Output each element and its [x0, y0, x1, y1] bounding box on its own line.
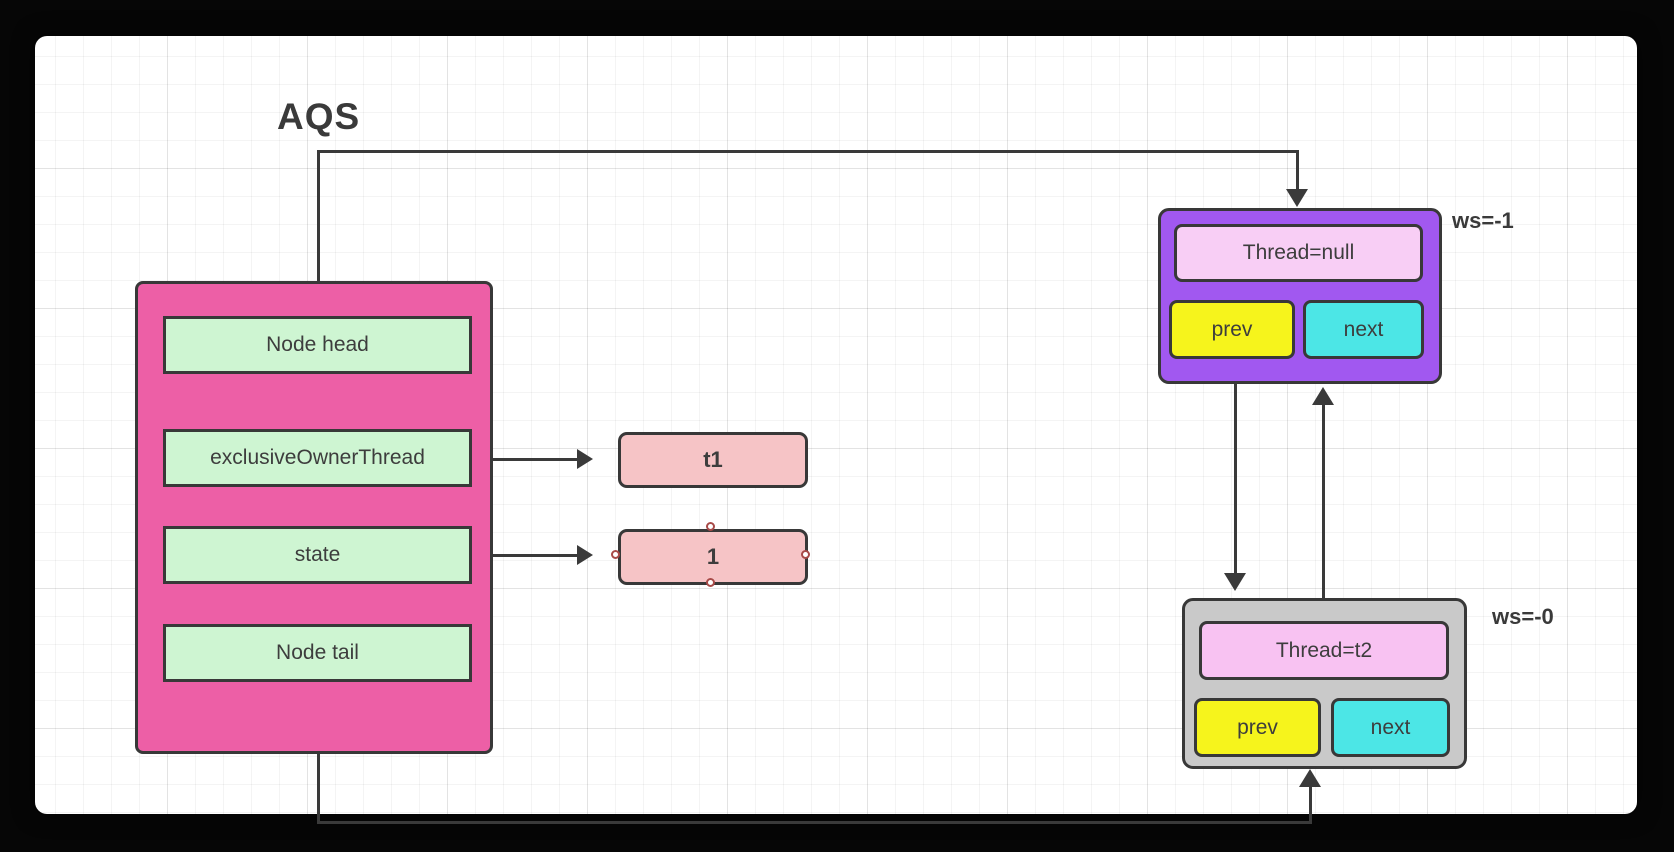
aqs-container-box[interactable]: Node head exclusiveOwnerThread state Nod…	[135, 281, 493, 754]
diagram-title: AQS	[277, 96, 361, 137]
arrowhead-up-icon	[1299, 769, 1321, 787]
selection-handle-top[interactable]	[706, 522, 715, 531]
field-state[interactable]: state	[163, 526, 472, 584]
arrowhead-right-icon	[577, 545, 593, 565]
tail-next-field[interactable]: next	[1331, 698, 1450, 757]
selection-handle-bottom[interactable]	[706, 578, 715, 587]
connector-headnode-to-tailnode[interactable]	[1234, 384, 1237, 574]
connector-owner-to-t1[interactable]	[476, 458, 577, 461]
field-node-head[interactable]: Node head	[163, 316, 472, 374]
queue-node-head[interactable]: Thread=null prev next	[1158, 208, 1442, 384]
queue-node-tail[interactable]: Thread=t2 prev next	[1182, 598, 1467, 769]
selection-handle-right[interactable]	[801, 550, 810, 559]
field-exclusive-owner-thread[interactable]: exclusiveOwnerThread	[163, 429, 472, 487]
arrowhead-down-icon	[1224, 573, 1246, 591]
head-thread-label: Thread=null	[1242, 241, 1355, 264]
tail-thread-field[interactable]: Thread=t2	[1199, 621, 1449, 680]
head-waitstatus-label: ws=-1	[1452, 208, 1514, 233]
connector-tail-horizontal[interactable]	[317, 821, 1312, 824]
diagram-canvas[interactable]: AQS Node head exclusiveOwnerThread	[35, 36, 1637, 824]
connector-head-horizontal[interactable]	[317, 150, 1299, 153]
field-node-tail-label: Node tail	[276, 641, 359, 664]
value-box-state-1[interactable]: 1	[618, 529, 808, 585]
head-prev-field[interactable]: prev	[1169, 300, 1295, 359]
connector-tailnode-to-headnode[interactable]	[1322, 405, 1325, 598]
connector-state-to-value[interactable]	[476, 554, 577, 557]
value-box-state-1-label: 1	[706, 544, 720, 569]
connector-head-vertical-start[interactable]	[317, 151, 320, 317]
arrowhead-down-icon	[1286, 189, 1308, 207]
field-node-head-label: Node head	[266, 333, 369, 356]
selection-handle-left[interactable]	[611, 550, 620, 559]
connector-tail-vertical-end[interactable]	[1309, 787, 1312, 824]
tail-thread-label: Thread=t2	[1275, 638, 1373, 662]
connector-head-vertical-end[interactable]	[1296, 150, 1299, 190]
head-prev-label: prev	[1211, 317, 1253, 341]
head-thread-field[interactable]: Thread=null	[1174, 224, 1423, 282]
field-node-tail[interactable]: Node tail	[163, 624, 472, 682]
field-state-label: state	[294, 543, 341, 566]
tail-next-label: next	[1370, 715, 1411, 739]
tail-prev-label: prev	[1237, 715, 1278, 739]
head-next-field[interactable]: next	[1303, 300, 1424, 359]
arrowhead-up-icon	[1312, 387, 1334, 405]
value-box-t1-label: t1	[703, 447, 723, 472]
tail-waitstatus-label: ws=-0	[1492, 604, 1554, 629]
value-box-t1[interactable]: t1	[618, 432, 808, 488]
head-next-label: next	[1343, 317, 1384, 341]
tail-prev-field[interactable]: prev	[1194, 698, 1321, 757]
arrowhead-right-icon	[577, 449, 593, 469]
field-exclusive-owner-thread-label: exclusiveOwnerThread	[210, 446, 425, 469]
